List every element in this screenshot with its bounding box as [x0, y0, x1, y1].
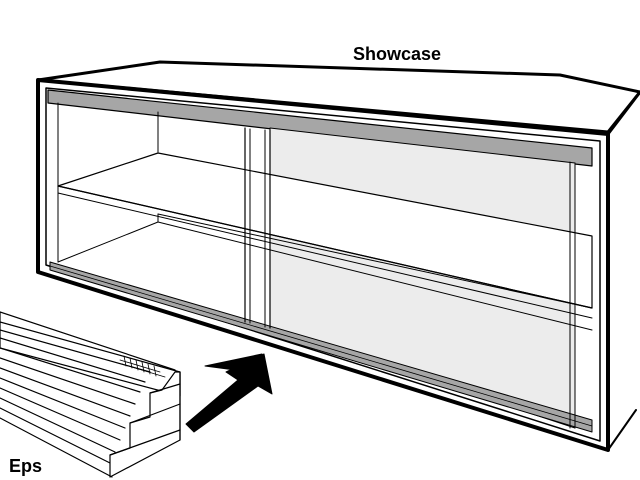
- floor-back-edge-right: [157, 221, 593, 331]
- shelf-back-edge-right: [157, 213, 593, 309]
- eps-steps: [0, 311, 181, 478]
- top-track-bar: [47, 89, 593, 167]
- cabinet-right-edge: [606, 90, 640, 136]
- cabinet-right-bottom-edge: [607, 409, 637, 451]
- bottom-track-bar: [49, 261, 593, 433]
- arrow-icon: [185, 353, 273, 433]
- floor-back-edge: [57, 221, 159, 263]
- eps-hatch-marks: [119, 355, 166, 378]
- eps-label: Eps: [9, 456, 43, 476]
- shelf-front-edge: [57, 185, 593, 309]
- diagram-title: Showcase: [353, 44, 442, 64]
- bottom-track-line: [49, 265, 593, 427]
- shelf-front-edge-2: [57, 192, 593, 319]
